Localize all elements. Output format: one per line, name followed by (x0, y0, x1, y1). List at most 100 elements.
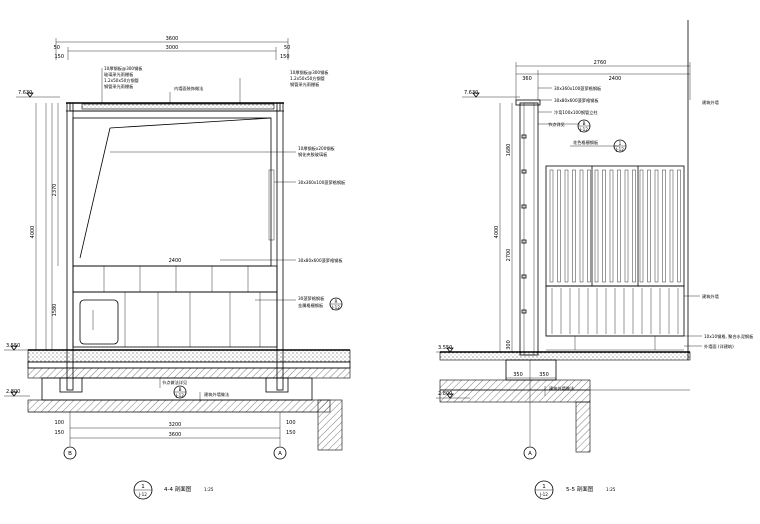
svg-text:J-12: J-12 (579, 127, 588, 132)
right-section: 2760 360 2400 (436, 20, 754, 500)
left-canopy (66, 102, 284, 112)
grille-slat (587, 169, 591, 283)
right-levels: 7.630 3.550 2.800 (436, 90, 520, 399)
grille-slat (594, 169, 599, 283)
svg-text:1: 1 (619, 141, 622, 146)
svg-text:节点详见: 节点详见 (548, 121, 565, 128)
svg-text:2.800: 2.800 (438, 391, 452, 397)
svg-text:R: R (335, 299, 338, 304)
level-base: 2.800 (6, 389, 20, 395)
right-callouts: B J-12 1 J-12 (577, 119, 627, 153)
svg-text:30菠萝格钢板: 30菠萝格钢板 (298, 295, 325, 302)
svg-text:建筑外墙: 建筑外墙 (702, 99, 719, 106)
svg-text:建筑外墙做法: 建筑外墙做法 (549, 385, 574, 392)
right-vertical-dims: 4000 1680 2700 300 (494, 103, 513, 352)
right-notes: 30x360x100菠萝格钢板 30x80x600菠萝格钢板 冷弯100x100… (538, 85, 754, 396)
svg-text:30x80x600菠萝格钢板: 30x80x600菠萝格钢板 (298, 257, 343, 264)
svg-text:350: 350 (513, 372, 523, 378)
svg-text:10x10钢格, 聚合水泥钢板: 10x10钢格, 聚合水泥钢板 (704, 333, 754, 340)
svg-text:350: 350 (539, 372, 549, 378)
right-column (515, 99, 541, 356)
svg-text:内墙面装饰做法: 内墙面装饰做法 (174, 85, 203, 92)
grille-slat (669, 169, 674, 283)
left-panel (72, 117, 278, 348)
left-callouts: R J-12 B J-12 (173, 297, 343, 399)
svg-text:1: 1 (542, 484, 546, 490)
grille-slat (564, 169, 569, 283)
grille-slat (639, 169, 644, 283)
left-top-dimensions: 3600 3000 50 150 50 150 (54, 36, 290, 60)
grille-slat (647, 169, 651, 283)
svg-text:10厚钢板@300钢板: 10厚钢板@300钢板 (104, 65, 143, 72)
svg-text:3600: 3600 (169, 432, 182, 438)
grille-slat (579, 169, 584, 283)
grille-slat (549, 169, 554, 283)
svg-text:1680: 1680 (506, 144, 512, 157)
svg-text:2700: 2700 (506, 249, 512, 262)
svg-text:冷弯100x100钢管立柱: 冷弯100x100钢管立柱 (554, 109, 598, 116)
right-section-title: 5-5 剖面图 (566, 485, 594, 493)
svg-text:B: B (583, 121, 586, 126)
svg-text:30x80x600菠萝格钢板: 30x80x600菠萝格钢板 (554, 97, 599, 104)
right-foundation (439, 351, 691, 453)
left-levels: 7.630 3.550 2.800 (4, 90, 60, 397)
grille-slat (624, 169, 629, 283)
svg-text:建筑外墙: 建筑外墙 (702, 293, 719, 300)
svg-text:B: B (179, 387, 182, 392)
right-axis-bubble: A (523, 446, 537, 460)
svg-text:30x360x100菠萝格钢板: 30x360x100菠萝格钢板 (554, 85, 602, 92)
svg-text:J-12: J-12 (615, 147, 624, 152)
svg-text:金属格栅钢板: 金属格栅钢板 (298, 302, 324, 309)
right-grille (545, 165, 685, 351)
svg-text:1.2x50x50方钢管: 1.2x50x50方钢管 (290, 75, 325, 82)
svg-text:3.550: 3.550 (438, 345, 452, 351)
svg-text:钢管采光雨棚板: 钢管采光雨棚板 (290, 81, 320, 88)
right-title-block: 1 J-12 5-5 剖面图 1:25 (534, 480, 616, 500)
svg-text:4000: 4000 (30, 226, 36, 239)
svg-text:A: A (278, 451, 282, 457)
left-foundation (27, 349, 351, 451)
svg-text:150: 150 (286, 430, 296, 436)
left-section: 3600 3000 50 150 50 150 (4, 36, 351, 500)
svg-text:7.630: 7.630 (464, 90, 478, 96)
grille-slat (677, 169, 681, 283)
svg-text:30x360x100菠萝格钢板: 30x360x100菠萝格钢板 (298, 179, 346, 186)
grille-slat (557, 169, 561, 283)
svg-text:花色格栅钢板: 花色格栅钢板 (573, 139, 599, 146)
left-title-block: 1 J-12 4-4 剖面图 1:25 (133, 480, 214, 500)
svg-text:150: 150 (280, 54, 290, 60)
right-bottom-dimensions: 350 350 (506, 360, 556, 446)
svg-text:2370: 2370 (52, 184, 58, 197)
svg-text:50: 50 (54, 45, 60, 51)
grille-slat (632, 169, 636, 283)
grille-slat (602, 169, 606, 283)
svg-text:J-12: J-12 (138, 492, 147, 497)
svg-text:1580: 1580 (52, 304, 58, 317)
svg-text:J-12: J-12 (331, 305, 340, 310)
svg-text:J-12: J-12 (539, 492, 548, 497)
svg-text:100: 100 (54, 420, 64, 426)
svg-text:100: 100 (286, 420, 296, 426)
grille-slat (617, 169, 621, 283)
dim-inner: 3000 (166, 45, 179, 51)
svg-text:J-12: J-12 (175, 393, 184, 398)
svg-text:B: B (68, 451, 72, 457)
svg-text:玻璃采光雨棚板: 玻璃采光雨棚板 (104, 71, 134, 78)
svg-text:建筑外墙做法: 建筑外墙做法 (204, 391, 229, 398)
level-top: 7.630 (18, 90, 32, 96)
svg-text:10厚钢板x200钢板: 10厚钢板x200钢板 (298, 145, 336, 152)
grille-slat (609, 169, 614, 283)
dim-overall: 3600 (166, 36, 179, 42)
svg-text:10厚钢板@300钢板: 10厚钢板@300钢板 (290, 69, 329, 76)
grille-slat (662, 169, 666, 283)
svg-text:4000: 4000 (494, 226, 500, 239)
left-notes: 10厚钢板@300钢板 玻璃采光雨棚板 1.2x50x50方钢管 钢管采光雨棚板… (101, 65, 346, 402)
svg-text:钢管采光雨棚板: 钢管采光雨棚板 (104, 83, 134, 90)
grille-slat (572, 169, 576, 283)
svg-text:节点做法详见: 节点做法详见 (162, 379, 187, 386)
svg-text:钢化夹胶玻璃板: 钢化夹胶玻璃板 (298, 151, 328, 158)
svg-text:2400: 2400 (609, 76, 622, 82)
svg-text:300: 300 (506, 340, 512, 350)
left-axis-bubbles: B A (63, 446, 287, 460)
